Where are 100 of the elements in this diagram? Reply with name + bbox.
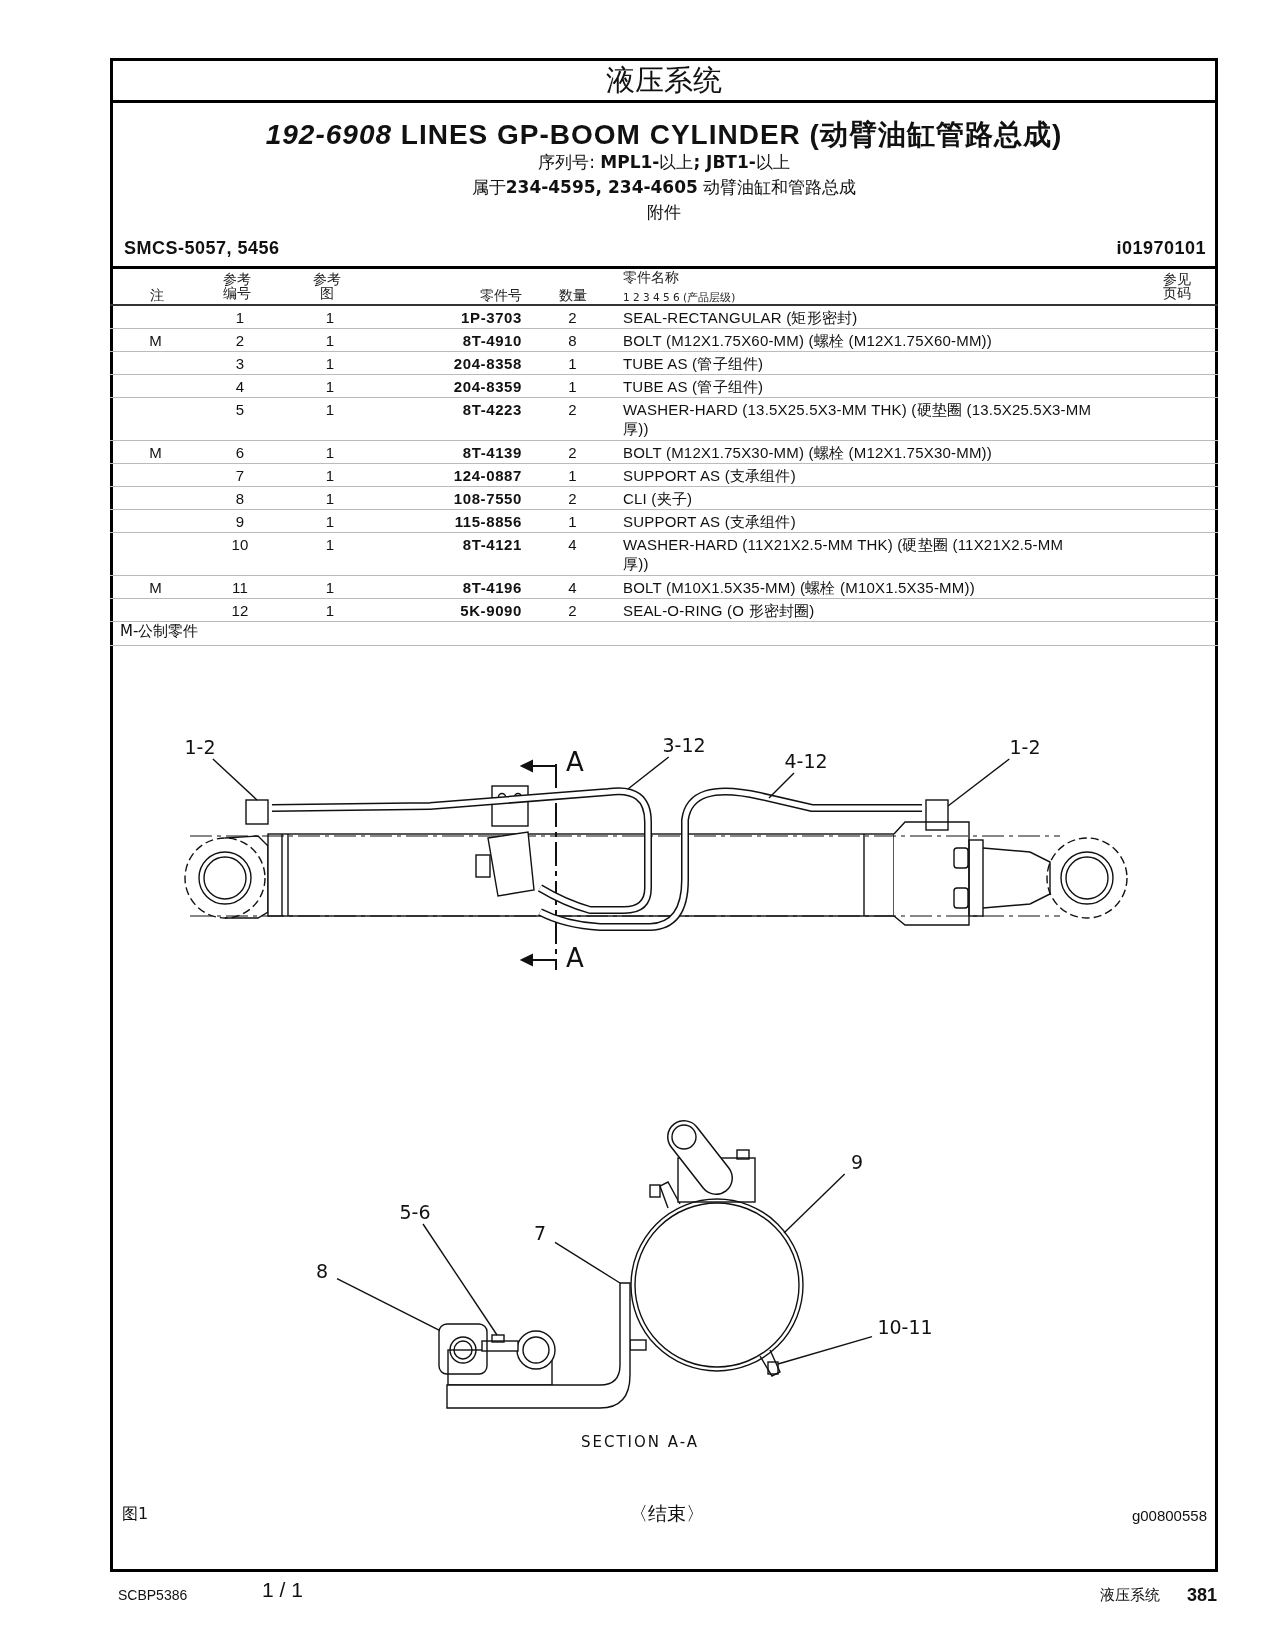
tube-flange-block xyxy=(245,799,269,825)
part-number: 8T-4196 xyxy=(461,578,522,597)
part-number: 8T-4910 xyxy=(461,331,522,350)
part-group-title: 192-6908 LINES GP-BOOM CYLINDER (动臂油缸管路总成) xyxy=(264,119,1064,152)
figure-number: 1 xyxy=(324,308,336,327)
part-number: 1P-3703 xyxy=(460,308,522,327)
figure-number: 1 xyxy=(324,354,336,373)
quantity: 4 xyxy=(567,578,578,597)
section-caption: SECTION A-A xyxy=(579,1434,701,1452)
section-title: 液压系统 xyxy=(605,62,723,98)
callout-number: 1-2 xyxy=(1004,735,1046,759)
reference-number: 3 xyxy=(234,354,246,373)
part-number: 8T-4223 xyxy=(461,400,522,419)
reference-number: 11 xyxy=(231,578,249,597)
callout-number: 8 xyxy=(307,1259,337,1283)
part-name: CLI (夹子) xyxy=(623,489,694,508)
column-header: 注 xyxy=(149,288,165,303)
column-header: 零件号 xyxy=(479,288,522,303)
end-mark: 〈结束〉 xyxy=(628,1503,706,1525)
leader-line xyxy=(783,1173,846,1234)
part-number: 124-0887 xyxy=(452,466,522,485)
quantity: 2 xyxy=(567,489,578,508)
column-header: 参考图 xyxy=(312,272,342,301)
callout-number: 9 xyxy=(842,1150,872,1174)
reference-number: 6 xyxy=(234,443,246,462)
document-number: SCBP5386 xyxy=(118,1587,189,1604)
figure-number: 1 xyxy=(324,443,336,462)
tube-clip xyxy=(438,1323,488,1375)
section-label: A xyxy=(565,944,585,974)
reference-number: 8 xyxy=(234,489,246,508)
quantity: 1 xyxy=(567,512,578,531)
quantity: 2 xyxy=(567,443,578,462)
part-number: 5K-9090 xyxy=(459,601,522,620)
part-name: TUBE AS (管子组件) xyxy=(623,377,765,396)
column-header: 参考编号 xyxy=(222,272,252,301)
leader-line xyxy=(768,772,795,799)
figure-number: 1 xyxy=(324,578,336,597)
tube-flange-block xyxy=(925,799,949,831)
section-label: A xyxy=(565,748,585,778)
column-header: 参见页码 xyxy=(1162,272,1192,301)
quantity: 1 xyxy=(567,354,578,373)
callout-number: 4-12 xyxy=(779,749,833,773)
quantity: 2 xyxy=(567,400,578,419)
part-number: 204-8359 xyxy=(452,377,522,396)
note-mark: M xyxy=(148,578,163,597)
bolt-head xyxy=(491,1334,505,1343)
reference-number: 5 xyxy=(234,400,246,419)
reference-number: 4 xyxy=(234,377,246,396)
reference-number: 12 xyxy=(230,601,250,620)
tube xyxy=(538,787,922,931)
support-bracket xyxy=(446,1282,631,1409)
reference-number: 10 xyxy=(230,535,250,554)
leader-line xyxy=(627,756,670,790)
part-name: BOLT (M10X1.5X35-MM) (螺栓 (M10X1.5X35-MM)) xyxy=(623,578,976,597)
quantity: 4 xyxy=(567,535,578,554)
part-number: 115-8856 xyxy=(453,512,522,531)
figure-number: 1 xyxy=(324,466,336,485)
graphic-id: g00800558 xyxy=(1130,1507,1207,1525)
figure-number: 1 xyxy=(324,400,336,419)
part-name: SEAL-RECTANGULAR (矩形密封) xyxy=(623,308,859,327)
callout-number: 1-2 xyxy=(179,735,221,759)
bolt-head xyxy=(767,1361,779,1375)
serial-number-note: 序列号: MPL1-以上; JBT1-以上 xyxy=(537,153,791,173)
column-header: 1 2 3 4 5 6 (产品层级) xyxy=(623,292,737,303)
part-name: SUPPORT AS (支承组件) xyxy=(623,512,797,531)
part-number: 108-7550 xyxy=(452,489,522,508)
reference-number: 2 xyxy=(234,331,246,350)
part-number: 8T-4121 xyxy=(461,535,522,554)
quantity: 1 xyxy=(567,466,578,485)
quantity: 1 xyxy=(567,377,578,396)
part-name: WASHER-HARD (11X21X2.5-MM THK) (硬垫圈 (11X21X2.5-MM 厚)) xyxy=(623,535,1065,573)
figure-label: 图1 xyxy=(122,1505,150,1524)
leader-line xyxy=(947,758,1011,807)
page-count: 1 / 1 xyxy=(262,1578,304,1603)
callout-number: 7 xyxy=(525,1221,555,1245)
leader-line xyxy=(554,1241,621,1284)
leader-line xyxy=(212,758,258,801)
part-name: TUBE AS (管子组件) xyxy=(623,354,765,373)
figure-number: 1 xyxy=(324,601,336,620)
figure-number: 1 xyxy=(324,535,336,554)
reference-number: 1 xyxy=(234,308,246,327)
figure-number: 1 xyxy=(324,331,336,350)
leader-line xyxy=(336,1277,440,1331)
callout-number: 10-11 xyxy=(872,1315,938,1339)
part-number: 204-8358 xyxy=(452,354,522,373)
part-name: SEAL-O-RING (O 形密封圈) xyxy=(623,601,816,620)
assembly-note: 属于234-4595, 234-4605 动臂油缸和管路总成 xyxy=(470,178,858,198)
callout-number: 5-6 xyxy=(394,1200,436,1224)
note-mark: M xyxy=(148,331,163,350)
part-name: BOLT (M12X1.75X60-MM) (螺栓 (M12X1.75X60-MM)) xyxy=(623,331,993,350)
column-header: 数量 xyxy=(557,288,588,303)
footnote: M-公制零件 xyxy=(120,623,200,641)
quantity: 2 xyxy=(567,308,578,327)
quantity: 2 xyxy=(567,601,578,620)
smcs-code: SMCS-5057, 5456 xyxy=(124,238,281,259)
reference-number: 9 xyxy=(234,512,246,531)
leader-line xyxy=(777,1335,873,1365)
callout-number: 3-12 xyxy=(657,733,711,757)
section-name: 液压系统 xyxy=(1099,1587,1160,1605)
part-name: BOLT (M12X1.75X30-MM) (螺栓 (M12X1.75X30-MM)) xyxy=(623,443,993,462)
